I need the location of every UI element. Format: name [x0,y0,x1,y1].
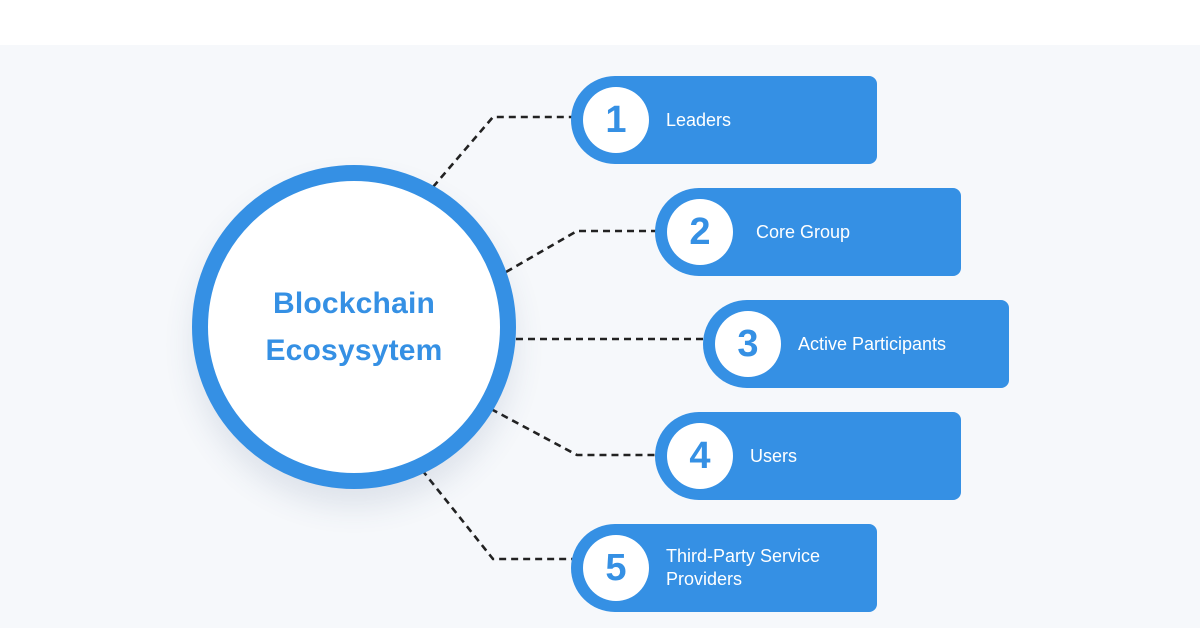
node-label: Active Participants [798,333,947,354]
node-label: Leaders [666,109,732,130]
node-label: Third-Party Service Providers [666,546,821,589]
node-label: Core Group [756,221,851,242]
node-core-group: 2 Core Group [655,188,961,276]
node-label: Users [750,445,798,466]
node-third-party-service-providers: 5 Third-Party Service Providers [571,524,877,612]
number-badge: 4 [667,423,733,489]
connector-1 [432,115,574,188]
node-active-participants: 3 Active Participants [703,300,1009,388]
node-leaders: 1 Leaders [571,76,877,164]
connector-4 [490,407,658,457]
connector-2 [505,229,658,274]
number-badge: 5 [583,535,649,601]
hub-title-line1: Blockchain [272,287,436,320]
hub-circle: Blockchain Ecosysytem [192,165,516,489]
number-badge: 1 [583,87,649,153]
number-badge: 2 [667,199,733,265]
number-badge: 3 [715,311,781,377]
connector-5 [420,469,574,561]
node-users: 4 Users [655,412,961,500]
hub-title-line2: Ecosysytem [265,334,443,367]
